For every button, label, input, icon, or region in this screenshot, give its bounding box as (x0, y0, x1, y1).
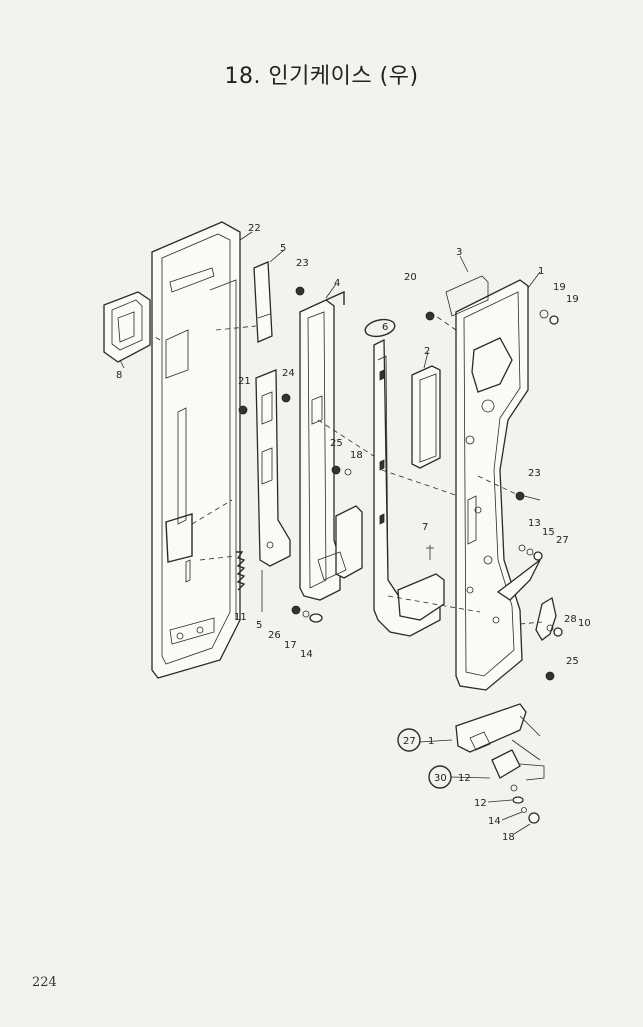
pin-10 (426, 545, 434, 560)
callout-10: 7 (422, 522, 428, 533)
callout-16: 14 (300, 649, 313, 660)
screw-24 (515, 491, 525, 501)
part-7-strip (215, 261, 273, 343)
part-5-outer-panel (151, 221, 241, 679)
callout-21: 19 (553, 282, 566, 293)
callout-20: 19 (566, 294, 579, 305)
page-number: 224 (32, 975, 57, 990)
part-6-gasket (255, 369, 291, 567)
screw-25-mid (281, 393, 291, 403)
part-8-channel (364, 318, 445, 637)
part-13-spring (199, 551, 246, 591)
hardware-group (238, 286, 563, 681)
part-12-lever (519, 596, 557, 641)
callout-labels: 22 5 23 4 3 20 1 19 19 6 2 8 21 24 25 18… (116, 223, 591, 843)
washer-17 (526, 548, 534, 556)
screw-25-top (295, 286, 305, 296)
callout-7: 5 (280, 243, 286, 254)
washer-19-upper (344, 468, 352, 476)
part-11-cover (103, 291, 151, 363)
washer-16 (309, 613, 323, 623)
callout-5: 22 (248, 223, 261, 234)
callout-12: 10 (578, 618, 591, 629)
washer-21 (539, 309, 549, 319)
callout-25-mid: 24 (282, 368, 295, 379)
screw-27-lower (291, 605, 301, 615)
screw-27-upper (331, 465, 341, 475)
callout-2: 2 (424, 346, 430, 357)
screw-26 (545, 671, 555, 681)
callout-27-upper: 25 (330, 438, 343, 449)
callout-4: 4 (334, 278, 340, 289)
callout-27-lower: 26 (268, 630, 281, 641)
ref-27: 27 (403, 736, 416, 747)
part-4-frame (299, 290, 387, 601)
sub-assembly-inset (397, 703, 545, 824)
nut-30 (553, 627, 563, 637)
part-2-block (381, 365, 471, 501)
nut-20 (549, 315, 559, 325)
washer-19-lower (302, 610, 310, 618)
callout-17: 15 (542, 527, 555, 538)
ref-27-part: 1 (428, 736, 434, 747)
callout-29: 18 (502, 832, 515, 843)
callout-19-upper: 18 (350, 450, 363, 461)
callout-25-top: 23 (296, 258, 309, 269)
callout-13: 11 (234, 612, 247, 623)
leader-lines (119, 231, 541, 835)
callout-19-lower: 17 (284, 640, 297, 651)
callout-23: 21 (238, 376, 251, 387)
callout-6: 5 (256, 620, 262, 631)
callout-3: 3 (456, 247, 462, 258)
nut-28 (533, 551, 543, 561)
part-3-base-plate (387, 275, 541, 691)
callout-15: 13 (528, 518, 541, 529)
ref-30: 30 (434, 773, 447, 784)
callout-8: 6 (382, 322, 388, 333)
callout-24: 23 (528, 468, 541, 479)
callout-28: 27 (556, 535, 569, 546)
page-title: 18. 인기케이스 (우) (224, 64, 419, 89)
screw-23 (238, 405, 248, 415)
screw-22 (425, 311, 435, 321)
callout-11: 8 (116, 370, 122, 381)
ref-30-part: 12 (458, 773, 471, 784)
callout-22: 20 (404, 272, 417, 283)
callout-18: 14 (488, 816, 501, 827)
callout-26: 25 (566, 656, 579, 667)
callout-30: 28 (564, 614, 577, 625)
callout-1: 1 (538, 266, 544, 277)
callout-14: 12 (474, 798, 487, 809)
washer-15 (518, 544, 526, 552)
